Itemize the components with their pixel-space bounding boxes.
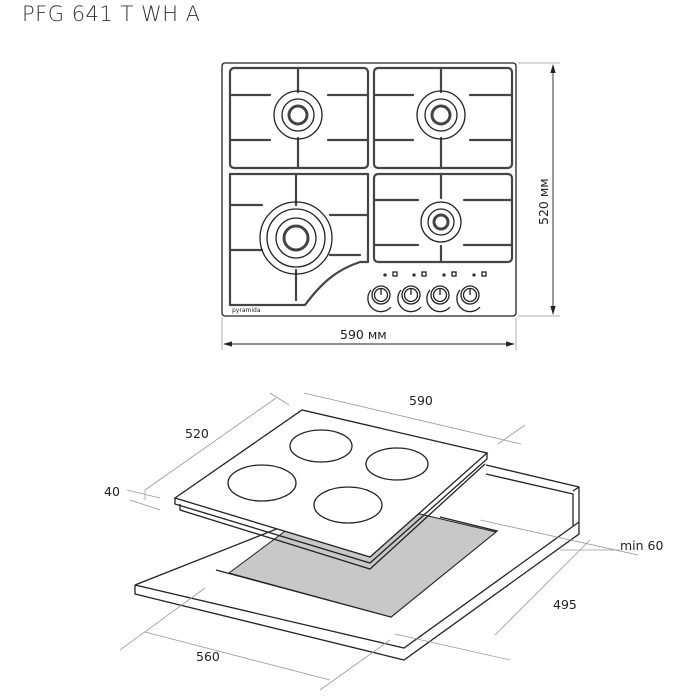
width-label: 590 мм [340,327,387,342]
grates [228,66,514,307]
burner-rear-left [273,90,323,140]
hob-zone-1 [289,429,353,463]
knob-1 [367,271,398,313]
countertop [134,464,580,661]
min-gap-label: min 60 [620,538,663,553]
burner-wok [259,201,333,275]
knob-4 [456,271,487,313]
depth-dimension: 520 мм [518,62,560,317]
hob-zone-3 [227,464,297,502]
hob-zone-2 [365,447,429,481]
burner-front-right [420,201,462,243]
cutout-width-label: 560 [196,649,220,664]
hob-width-label: 590 [409,393,433,408]
width-dimension: 590 мм [221,318,517,350]
brand-logo: pyramida [232,307,261,314]
hob-height-label: 40 [104,484,120,499]
depth-label: 520 мм [536,178,551,225]
hob-slab [173,409,489,570]
installation-view: 590 520 40 min 60 495 560 [104,392,663,691]
model-title: PFG 641 T WH A [22,2,201,26]
hob-top-view: pyramida [221,62,517,317]
burner-rear-right [416,90,466,140]
control-knobs [367,271,487,313]
cutout-depth-label: 495 [553,597,577,612]
iso-dimensions: 590 520 40 min 60 495 560 [104,392,663,691]
hob-outline [221,62,517,317]
hob-zone-4 [313,486,383,524]
knob-2 [397,271,427,313]
hob-depth-label: 520 [185,426,209,441]
knob-3 [426,271,457,313]
